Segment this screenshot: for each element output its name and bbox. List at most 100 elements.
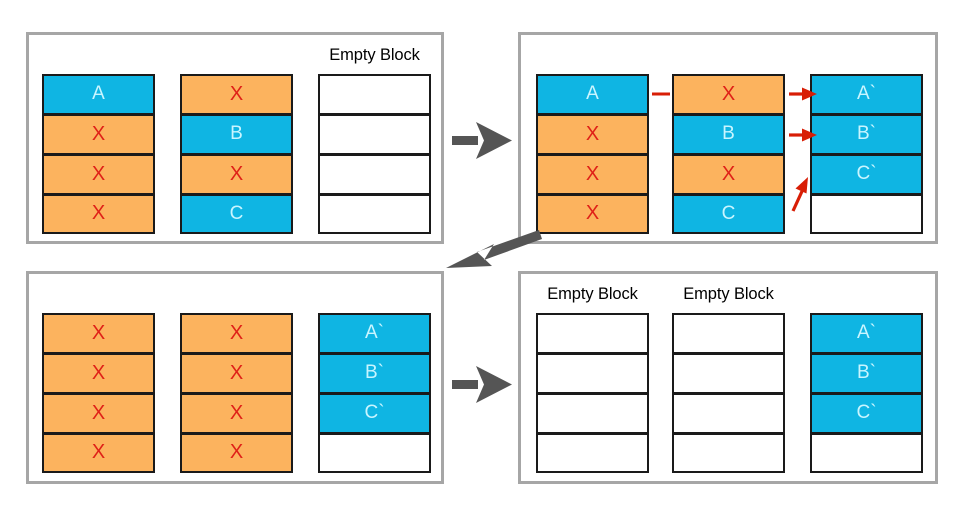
page-cell[interactable]: X: [180, 154, 293, 194]
page-label: C: [229, 202, 244, 224]
page-stack: A` B` C`: [318, 313, 431, 473]
page-cell[interactable]: X: [180, 393, 293, 433]
page-label: X: [91, 162, 106, 185]
page-label: B: [722, 123, 735, 144]
page-label: A: [586, 83, 599, 104]
page-label: X: [91, 122, 106, 145]
page-label: X: [229, 401, 244, 424]
page-cell[interactable]: A: [536, 74, 649, 114]
page-cell[interactable]: X: [536, 154, 649, 194]
page-label: B`: [857, 123, 876, 144]
page-label: A`: [857, 322, 876, 343]
page-label: X: [229, 82, 244, 105]
page-cell[interactable]: X: [42, 154, 155, 194]
page-label: A`: [365, 322, 384, 343]
page-label: X: [721, 82, 736, 105]
page-cell[interactable]: A`: [318, 313, 431, 353]
page-stack: [318, 74, 431, 234]
page-cell[interactable]: X: [42, 313, 155, 353]
page-label: B: [230, 123, 243, 144]
page-cell[interactable]: C: [672, 194, 785, 234]
page-cell[interactable]: [536, 313, 649, 353]
page-cell[interactable]: [536, 433, 649, 473]
page-cell[interactable]: [318, 433, 431, 473]
page-label: X: [91, 361, 106, 384]
page-cell[interactable]: [672, 313, 785, 353]
page-cell[interactable]: X: [672, 74, 785, 114]
page-stack: [536, 313, 649, 473]
page-label: X: [721, 162, 736, 185]
page-cell[interactable]: [536, 393, 649, 433]
copy-b-arrow-icon: [789, 128, 817, 142]
page-cell[interactable]: X: [42, 114, 155, 154]
page-cell[interactable]: [810, 433, 923, 473]
page-cell[interactable]: C: [180, 194, 293, 234]
page-cell[interactable]: [318, 194, 431, 234]
page-cell[interactable]: A: [42, 74, 155, 114]
page-cell[interactable]: [672, 433, 785, 473]
page-stack: X X X X: [180, 313, 293, 473]
page-cell[interactable]: X: [180, 353, 293, 393]
page-stack: A X X X: [42, 74, 155, 234]
page-cell[interactable]: X: [180, 433, 293, 473]
empty-block-label: Empty Block: [547, 285, 638, 303]
page-cell[interactable]: B: [180, 114, 293, 154]
page-stack: X B X C: [180, 74, 293, 234]
flow-arrow-left-middle-icon: [446, 230, 542, 268]
page-cell[interactable]: X: [42, 194, 155, 234]
panel-step-3: X X X X X X X X A` B` C`: [26, 271, 444, 484]
page-cell[interactable]: X: [536, 194, 649, 234]
page-label: X: [229, 441, 244, 463]
page-cell[interactable]: X: [536, 114, 649, 154]
copy-c-arrow-icon: [791, 177, 808, 212]
page-cell[interactable]: [318, 74, 431, 114]
panel-step-1: A X X X X B X C Empty Block: [26, 32, 444, 244]
page-label: X: [91, 202, 106, 224]
empty-block-label: Empty Block: [329, 46, 420, 64]
page-cell[interactable]: [672, 353, 785, 393]
panel-step-2: A X X X X B X C A` B` C`: [518, 32, 938, 244]
page-cell[interactable]: B: [672, 114, 785, 154]
page-cell[interactable]: C`: [810, 154, 923, 194]
page-label: X: [91, 321, 106, 344]
page-label: X: [229, 361, 244, 384]
page-stack: [672, 313, 785, 473]
page-cell[interactable]: B`: [318, 353, 431, 393]
page-cell[interactable]: X: [672, 154, 785, 194]
page-label: C`: [856, 163, 877, 184]
page-label: B`: [857, 362, 876, 383]
page-cell[interactable]: [810, 194, 923, 234]
page-cell[interactable]: C`: [318, 393, 431, 433]
page-label: A: [92, 83, 105, 104]
page-label: X: [229, 321, 244, 344]
page-cell[interactable]: B`: [810, 353, 923, 393]
page-cell[interactable]: X: [180, 74, 293, 114]
page-label: X: [229, 162, 244, 185]
page-stack: A` B` C`: [810, 313, 923, 473]
flow-arrow-right-bottom-icon: [452, 366, 512, 403]
page-label: X: [585, 202, 600, 224]
panel-step-4: Empty Block Empty Block A` B`: [518, 271, 938, 484]
page-cell[interactable]: X: [42, 433, 155, 473]
page-cell[interactable]: B`: [810, 114, 923, 154]
page-cell[interactable]: C`: [810, 393, 923, 433]
empty-block-label: Empty Block: [683, 285, 774, 303]
page-cell[interactable]: A`: [810, 313, 923, 353]
page-cell[interactable]: X: [42, 393, 155, 433]
page-stack: X B X C: [672, 74, 785, 234]
page-label: X: [91, 401, 106, 424]
page-cell[interactable]: X: [42, 353, 155, 393]
page-cell[interactable]: [318, 114, 431, 154]
page-stack: A X X X: [536, 74, 649, 234]
flow-arrow-right-top-icon: [452, 122, 512, 159]
page-cell[interactable]: [318, 154, 431, 194]
page-cell[interactable]: X: [180, 313, 293, 353]
copy-annotations-group: [652, 87, 817, 212]
page-cell[interactable]: [672, 393, 785, 433]
page-label: C`: [364, 402, 385, 423]
page-label: B`: [365, 362, 384, 383]
page-cell[interactable]: [536, 353, 649, 393]
copy-a-arrow-icon: [789, 87, 817, 101]
page-label: A`: [857, 83, 876, 104]
